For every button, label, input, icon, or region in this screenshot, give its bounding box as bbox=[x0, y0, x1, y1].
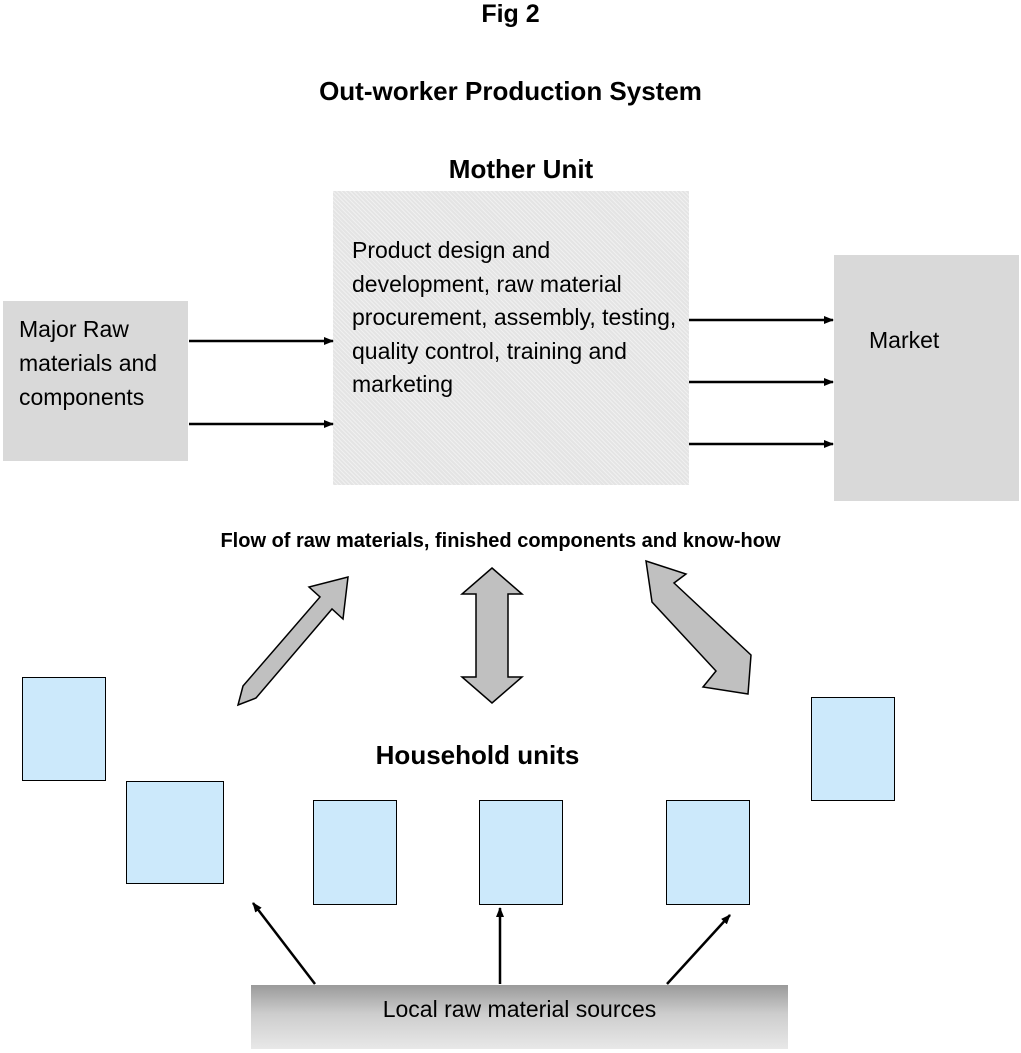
local-arrow-right bbox=[666, 914, 731, 985]
flow-double-arrow-left bbox=[236, 576, 349, 707]
mother-unit-title: Mother Unit bbox=[448, 154, 594, 184]
flow-double-arrow-center bbox=[459, 567, 525, 704]
household-unit-box bbox=[666, 800, 750, 905]
local-sources-bar bbox=[251, 985, 788, 1049]
diagram-title: Out-worker Production System bbox=[319, 76, 702, 106]
market-box bbox=[834, 255, 1019, 501]
local-sources-label: Local raw material sources bbox=[382, 996, 657, 1022]
local-arrow-left bbox=[252, 902, 316, 985]
flow-label: Flow of raw materials, finished componen… bbox=[220, 530, 781, 552]
household-unit-box bbox=[126, 781, 224, 884]
household-unit-box bbox=[313, 800, 397, 905]
flow-double-arrow-right bbox=[645, 559, 752, 695]
figure-label: Fig 2 bbox=[481, 0, 540, 28]
raw-materials-label: Major Raw materials and components bbox=[19, 316, 158, 410]
household-unit-box bbox=[22, 677, 106, 781]
household-units-title: Household units bbox=[375, 740, 580, 770]
market-label: Market bbox=[869, 327, 940, 353]
household-unit-box bbox=[479, 800, 563, 905]
household-unit-box bbox=[811, 697, 895, 801]
raw-materials-box bbox=[3, 301, 188, 461]
mother-unit-description: Product design and development, raw mate… bbox=[352, 237, 677, 397]
mother-unit-box bbox=[333, 191, 689, 485]
